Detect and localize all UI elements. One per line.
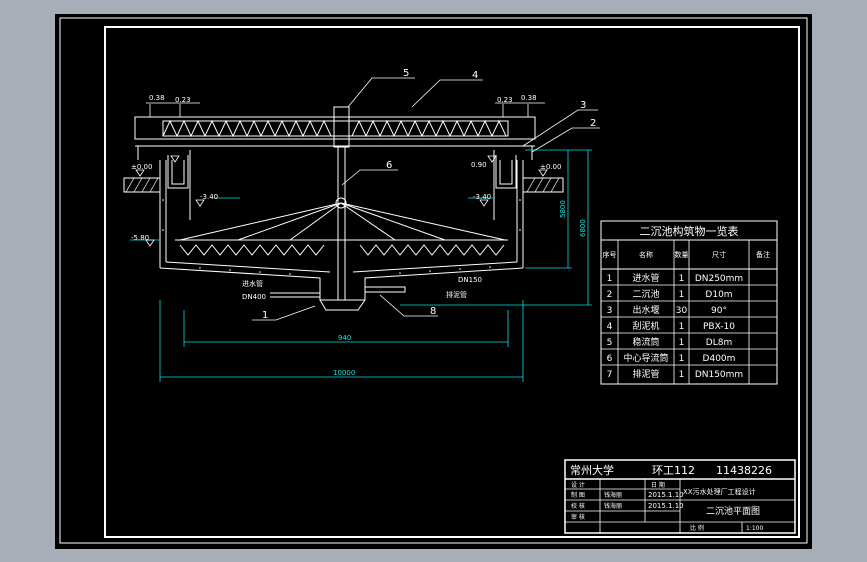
leader-lines (146, 77, 600, 321)
table-cell: 4 (607, 322, 613, 332)
designer-name: 钱海丽 (604, 491, 622, 499)
drawing-name: 二沉池平面图 (706, 505, 760, 517)
elev-000-right: ±0.00 (540, 163, 561, 171)
scale-label: 比 例 (690, 524, 704, 532)
table-cell: 1 (679, 322, 685, 332)
table-cell: DL8m (706, 338, 732, 348)
dim-940: 940 (338, 334, 351, 342)
inner-frame (104, 26, 800, 538)
table-cell: 5 (607, 338, 613, 348)
dim-5800: 5800 (559, 200, 567, 218)
part-label-6: 6 (386, 160, 392, 171)
table-cell: 1 (679, 370, 685, 380)
check-label: 校 核 (571, 502, 585, 510)
part-label-8: 8 (430, 306, 436, 317)
cad-drawing: 5 4 3 2 6 1 8 0.38 0.23 0.23 0.38 ±0.00 … (59, 17, 808, 544)
table-cell: 稳流筒 (632, 336, 659, 348)
drawing-label: 制 图 (571, 491, 585, 499)
table-cell: 3 (607, 306, 613, 316)
table-cell: 2 (607, 290, 613, 300)
table-title: 二沉池构筑物一览表 (640, 224, 739, 238)
date-label: 日 期 (651, 481, 665, 489)
design-label: 设 计 (571, 481, 585, 489)
table-cell: 排泥管 (632, 368, 659, 380)
sludge-dn-label: DN150 (458, 276, 482, 284)
part-label-4: 4 (472, 70, 478, 81)
dimension-lines (130, 149, 592, 382)
table-cell: 7 (607, 370, 613, 380)
table-header-4: 备注 (756, 250, 770, 259)
elev-023-left: 0.23 (175, 96, 191, 104)
class-name: 环工112 (652, 464, 695, 477)
table-cell: 30 (676, 306, 688, 316)
elev-000-left: ±0.00 (131, 163, 152, 171)
dim-10000: 10000 (333, 369, 355, 377)
table-header-2: 数量 (675, 250, 689, 259)
part-label-5: 5 (403, 68, 409, 79)
table-header-1: 名称 (639, 250, 653, 259)
part-label-1: 1 (262, 310, 268, 321)
title-block (564, 459, 796, 534)
table-cell: 中心导流筒 (623, 352, 668, 364)
elev-340-right: -3.40 (473, 193, 491, 201)
table-cell: 1 (679, 274, 685, 284)
inlet-dn-label: DN400 (242, 293, 266, 301)
elev-038-right: 0.38 (521, 94, 537, 102)
table-cell: 出水堰 (632, 304, 659, 316)
part-label-2: 2 (590, 118, 596, 129)
elev-340-left: -3.40 (200, 193, 218, 201)
table-header-3: 尺寸 (712, 250, 726, 259)
table-cell: 进水管 (632, 272, 659, 284)
table-cell: 1 (679, 290, 685, 300)
part-label-3: 3 (580, 100, 586, 111)
ground-hatching (125, 177, 560, 193)
table-cell: 刮泥机 (632, 320, 659, 332)
dim-6800: 6800 (579, 219, 587, 237)
table-cell: D400m (703, 354, 736, 364)
outer-frame (59, 17, 808, 544)
table-cell: D10m (705, 290, 732, 300)
elevation-marks (135, 155, 548, 247)
elev-023-right: 0.23 (497, 96, 513, 104)
table-cell: DN150mm (695, 370, 743, 380)
student-id: 11438226 (716, 464, 772, 477)
table-cell: 90° (711, 306, 727, 316)
date-2: 2015.1.10 (648, 502, 684, 510)
drafter-name: 钱海丽 (604, 502, 622, 510)
elev-580: -5.80 (131, 234, 149, 242)
project-name: XX污水处理厂工程设计 (683, 487, 756, 496)
scale-value: 1:100 (746, 525, 763, 532)
table-cell: DN250mm (695, 274, 743, 284)
table-cell: 1 (607, 274, 613, 284)
table-cell: 二沉池 (632, 288, 659, 300)
inlet-pipe-label: 进水管 (242, 279, 263, 288)
elev-090: 0.90 (471, 161, 487, 169)
sludge-pipe-label: 排泥管 (446, 290, 467, 299)
table-header-0: 序号 (603, 250, 617, 259)
cad-viewport[interactable]: 5 4 3 2 6 1 8 0.38 0.23 0.23 0.38 ±0.00 … (55, 14, 812, 549)
table-cell: 1 (679, 338, 685, 348)
tank-section (123, 106, 564, 311)
university-name: 常州大学 (570, 463, 614, 477)
concrete-texture (162, 199, 521, 275)
date-1: 2015.1.10 (648, 491, 684, 499)
table-cell: 1 (679, 354, 685, 364)
table-cell: PBX-10 (703, 322, 735, 332)
elev-038-left: 0.38 (149, 94, 165, 102)
table-cell: 6 (607, 354, 613, 364)
review-label: 审 核 (571, 513, 585, 521)
